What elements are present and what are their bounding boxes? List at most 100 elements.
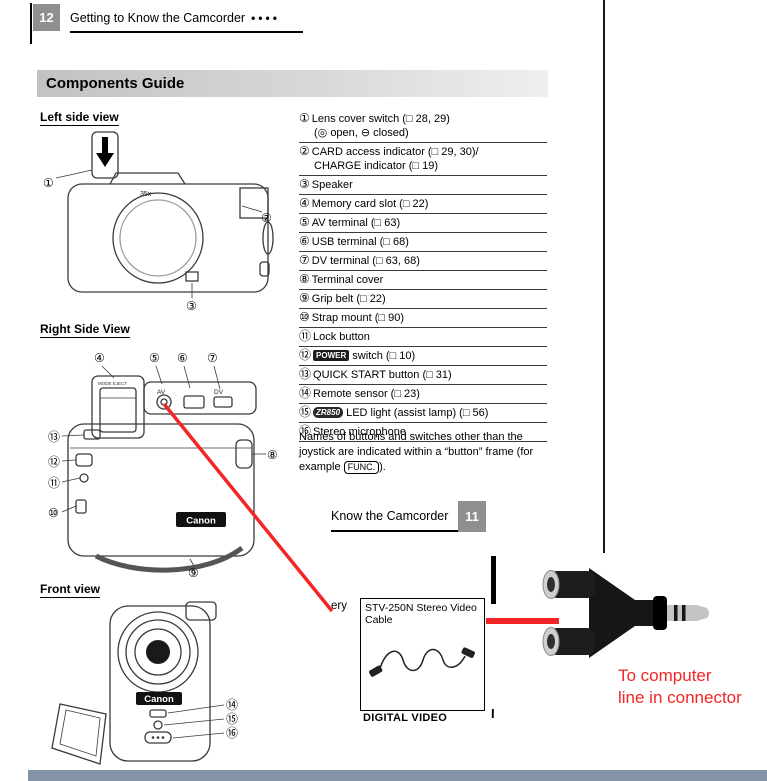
component-number: ⑬	[299, 367, 312, 381]
card-slot-label: MODE EJECT	[98, 381, 127, 386]
lens-glass	[146, 640, 170, 664]
callout-1: ①	[43, 176, 54, 190]
front-view-diagram: Canon ⑭ ⑮ ⑯	[51, 601, 238, 765]
terminal-cover	[235, 439, 253, 469]
callout-6: ⑥	[177, 351, 188, 365]
plug-tip	[697, 605, 709, 621]
lock-button	[79, 473, 89, 483]
component-number: ⑮	[299, 405, 312, 419]
left-side-view-title: Left side view	[40, 110, 119, 126]
camcorder-body-right	[67, 423, 255, 557]
lcd-panel	[51, 703, 107, 765]
top-hump	[109, 172, 186, 185]
partial-character: I	[491, 706, 495, 721]
callout-leader	[163, 718, 225, 726]
callout-13: ⑬	[48, 430, 60, 444]
av-label: AV	[157, 389, 166, 396]
component-label: DV terminal (□ 63, 68)	[311, 255, 420, 267]
callout-15: ⑮	[226, 712, 238, 726]
callout-leader	[61, 477, 81, 483]
callout-14: ⑭	[226, 698, 238, 712]
component-badge: POWER	[313, 350, 350, 361]
strap-hook	[259, 261, 270, 277]
remote-sensor	[149, 709, 167, 718]
annotation-caption-line1: To computer	[618, 666, 712, 685]
usb-terminal-port	[183, 395, 205, 409]
chapter-title-text: Getting to Know the Camcorder	[70, 11, 246, 25]
dv-terminal-port	[213, 396, 233, 408]
quick-start-button	[83, 429, 101, 440]
strap-mount	[75, 499, 87, 514]
lens-ring	[125, 619, 191, 685]
bottom-bar	[28, 770, 767, 781]
cable-cord	[378, 648, 466, 673]
rca-jack-bottom-body	[549, 628, 595, 655]
page11-footer-text: Know the Camcorder	[331, 508, 449, 523]
lens-barrel	[239, 187, 269, 219]
header-edge-line	[30, 3, 32, 44]
component-label: Lock button	[313, 331, 370, 343]
cable-plug-left	[369, 665, 383, 677]
page11-number-tab: 11	[458, 501, 486, 532]
mic-hole	[156, 736, 160, 739]
callout-16: ⑯	[226, 726, 238, 740]
func-button-frame: FUNC.	[343, 460, 380, 474]
component-label: Speaker	[311, 179, 353, 191]
camcorder-body-front	[109, 605, 211, 762]
component-label: Stereo microphone	[313, 426, 406, 438]
av-terminal-port-inner	[160, 398, 168, 406]
page-number-tab: 12	[33, 4, 60, 31]
camcorder-body-left	[67, 183, 269, 293]
callout-leader	[55, 169, 93, 179]
callout-leader	[167, 704, 225, 714]
mic-hole	[161, 736, 165, 739]
brand-plate	[136, 692, 182, 705]
component-number: ⑩	[299, 310, 310, 324]
plug-band	[674, 605, 678, 621]
component-label: Memory card slot (□ 22)	[311, 198, 429, 210]
callout-5: ⑤	[149, 351, 160, 365]
component-number: ⑨	[299, 291, 310, 305]
speaker-hole	[185, 271, 199, 282]
component-label: LED light (assist lamp) (□ 56)	[343, 407, 489, 419]
card-slot-inner	[99, 387, 137, 433]
callout-12: ⑫	[48, 455, 60, 469]
component-number: ⑦	[299, 253, 310, 267]
component-number: ⑤	[299, 215, 310, 229]
header-rule	[70, 31, 303, 33]
dv-label: DV	[214, 389, 224, 396]
callout-10: ⑩	[48, 506, 59, 520]
cassette-door-inner	[119, 199, 197, 277]
cable-illustration	[369, 647, 475, 677]
component-label: CARD access indicator (□ 29, 30)/	[311, 146, 479, 158]
led-light	[153, 720, 163, 730]
callout-leader	[101, 365, 115, 379]
black-edge-bar	[491, 556, 496, 604]
component-number: ①	[299, 111, 310, 125]
lcd-screen	[59, 709, 101, 757]
cable-plug-right	[461, 647, 475, 658]
component-label: Remote sensor (□ 23)	[313, 388, 420, 400]
terminal-strip	[143, 381, 257, 415]
rca-jack-top-hole	[547, 577, 555, 592]
rca-jack-bottom-hole	[547, 634, 555, 649]
page11-footer: Know the Camcorder 11	[331, 501, 486, 532]
cable-inset-box: STV-250N Stereo Video Cable	[360, 598, 485, 711]
component-number: ③	[299, 177, 310, 191]
component-number: ④	[299, 196, 310, 210]
note-text-before: Names of buttons and switches other than…	[299, 431, 534, 473]
callout-leader	[61, 505, 77, 513]
callout-leader	[241, 205, 263, 213]
viewfinder	[185, 601, 217, 621]
side-knob	[262, 221, 274, 255]
